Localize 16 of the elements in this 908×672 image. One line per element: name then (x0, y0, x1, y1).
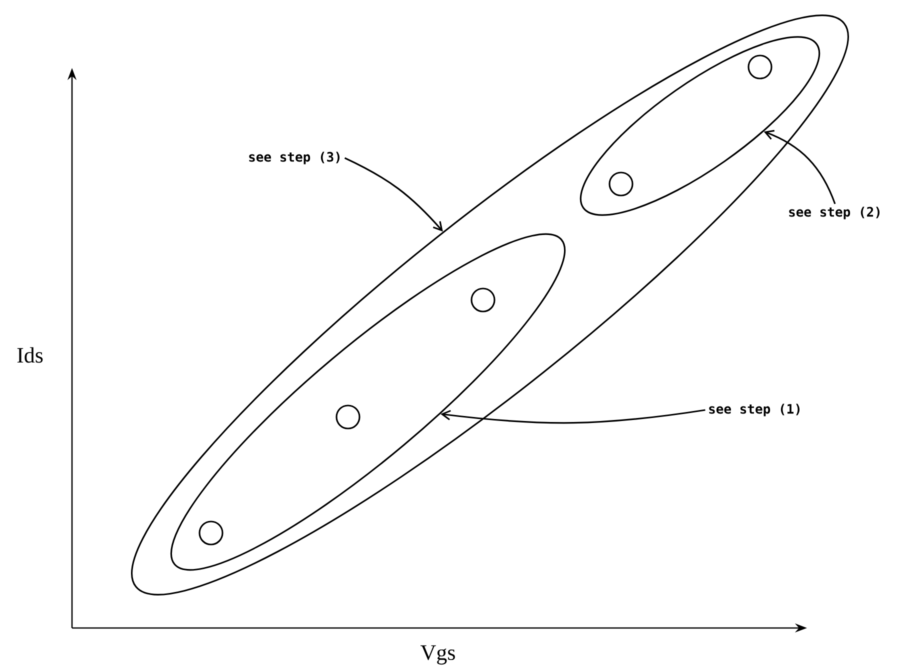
leader-arrow (440, 409, 706, 424)
callout-label: see step (3) (249, 152, 340, 164)
data-point (608, 172, 634, 196)
cluster-outline (131, 14, 849, 596)
axis-label: Vgs (420, 645, 455, 665)
axis-label: Ids (17, 347, 43, 363)
data-point (470, 288, 496, 312)
leader-arrow (764, 130, 836, 204)
cluster-outline (170, 233, 566, 571)
callout-label: see step (1) (709, 404, 800, 416)
data-point (336, 404, 360, 430)
data-point (748, 54, 772, 80)
cluster-outline (580, 36, 820, 216)
leader-arrow (344, 157, 443, 232)
data-point (198, 520, 224, 546)
callout-label: see step (2) (789, 206, 880, 220)
